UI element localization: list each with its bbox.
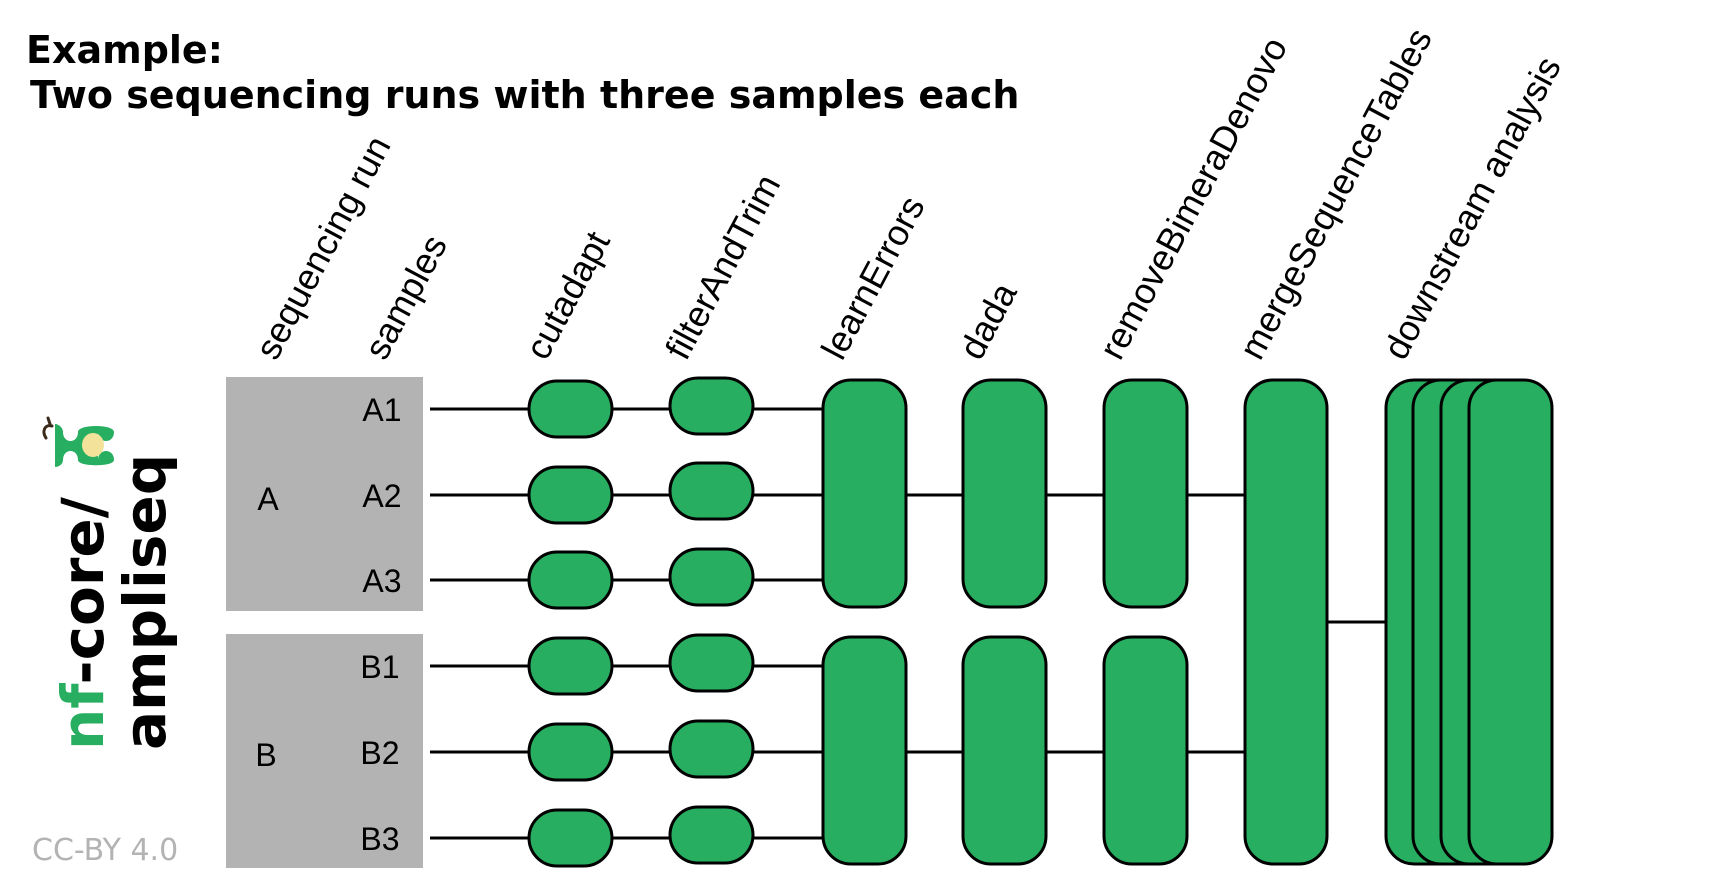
run-panel-b <box>226 634 423 868</box>
removebimeradenovo-box-b <box>1102 635 1189 866</box>
run-label-a: A <box>257 481 279 517</box>
dada-box-a <box>961 378 1048 609</box>
dada-box-b <box>961 635 1048 866</box>
run-label-b: B <box>255 737 276 773</box>
logo-text-ampliseq: ampliseq <box>111 454 179 750</box>
learnerrors-box-b <box>821 635 908 866</box>
column-header-dada: dada <box>951 275 1025 366</box>
title-line-2: Two sequencing runs with three samples e… <box>30 73 1019 117</box>
apple-core-icon <box>42 416 114 467</box>
nf-core-logo: nf-core/ ampliseq <box>42 416 179 750</box>
sample-label-a2: A2 <box>362 478 401 514</box>
column-header-learnerrors: learnErrors <box>813 189 933 365</box>
run-panel-a <box>226 377 423 611</box>
column-header-filterandtrim: filterAndTrim <box>657 168 788 366</box>
cutadapt-box-a3 <box>527 550 614 610</box>
logo-text-core: -core/ <box>49 496 117 684</box>
filterandtrim-box-b2 <box>668 719 755 779</box>
sample-label-a1: A1 <box>362 392 401 428</box>
cutadapt-box-b3 <box>527 808 614 868</box>
cutadapt-box-a1 <box>527 379 614 439</box>
removebimeradenovo-box-a <box>1102 378 1189 609</box>
logo-text-nf-core: nf-core/ <box>49 496 117 750</box>
filterandtrim-box-a3 <box>668 547 755 607</box>
sample-label-b1: B1 <box>360 649 399 685</box>
filterandtrim-box-b3 <box>668 805 755 865</box>
filterandtrim-boxes <box>668 376 755 865</box>
filterandtrim-box-a2 <box>668 461 755 521</box>
logo-text-nf: nf <box>49 683 117 750</box>
downstream-box-4 <box>1467 378 1554 866</box>
mergesequencetables-box <box>1243 378 1329 866</box>
cutadapt-boxes <box>527 379 614 868</box>
sample-label-a3: A3 <box>362 563 401 599</box>
license-text: CC-BY 4.0 <box>32 833 178 868</box>
downstream-analysis-boxes <box>1384 378 1554 866</box>
sample-label-b3: B3 <box>360 821 399 857</box>
filterandtrim-box-a1 <box>668 376 755 436</box>
cutadapt-box-b1 <box>527 636 614 696</box>
title-line-1: Example: <box>26 28 223 72</box>
column-header-cutadapt: cutadapt <box>517 225 618 366</box>
cutadapt-box-a2 <box>527 465 614 525</box>
column-header-samples: samples <box>356 228 455 366</box>
learnerrors-box-a <box>821 378 908 609</box>
cutadapt-box-b2 <box>527 722 614 782</box>
sample-label-b2: B2 <box>360 735 399 771</box>
filterandtrim-box-b1 <box>668 633 755 693</box>
